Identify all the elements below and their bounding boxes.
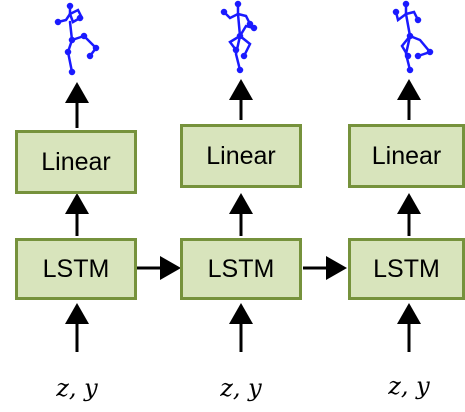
- input-label-2: z, y: [220, 374, 262, 402]
- input-label-3: z, y: [388, 372, 430, 400]
- input-label-1: z, y: [56, 374, 98, 402]
- linear-layer-box-1: Linear: [15, 130, 137, 194]
- stick-figure-pose-icon: [54, 2, 100, 76]
- linear-layer-box-2: Linear: [180, 124, 302, 188]
- stick-figure-pose-icon: [392, 0, 434, 74]
- lstm-cell-box-1: LSTM: [15, 238, 137, 300]
- lstm-cell-box-2: LSTM: [180, 238, 302, 300]
- stick-figure-pose-icon: [220, 0, 258, 74]
- lstm-cell-box-3: LSTM: [348, 238, 465, 300]
- linear-layer-box-3: Linear: [348, 124, 465, 188]
